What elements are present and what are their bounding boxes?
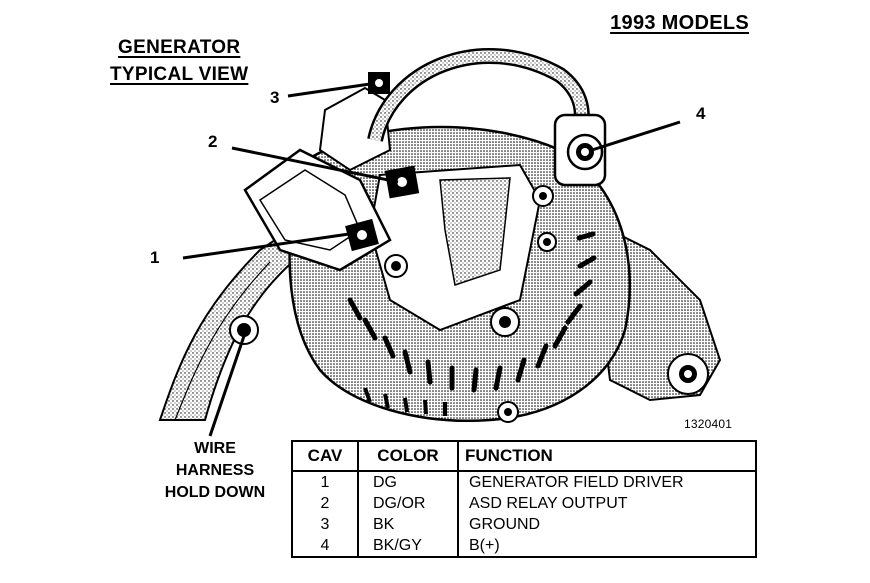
leader-hold-down [208,335,246,437]
leader-1 [182,231,357,260]
cell-color: DG/OR [357,493,459,514]
callout-4: 4 [696,104,706,123]
cell-cav: 3 [291,514,359,535]
wire-label-line2: HARNESS [175,462,255,479]
cell-color: DG [357,471,459,493]
cell-cav: 1 [291,471,359,493]
leader-4 [591,120,681,152]
field-connector [243,148,420,272]
cell-color: BK/GY [357,535,459,558]
callout-leaders [182,82,681,437]
cell-cav: 4 [291,535,359,558]
cell-function: ASD RELAY OUTPUT [457,493,757,514]
column-header-function: FUNCTION [457,440,757,472]
diagram-title-line2: TYPICAL VIEW [110,64,249,85]
wire-label-line1: WIRE [194,440,236,457]
diagram-title: GENERATOR TYPICAL VIEW [110,34,248,88]
cell-color: BK [357,514,459,535]
battery-cable [367,47,607,187]
table-row: 1 DG GENERATOR FIELD DRIVER [291,471,757,493]
column-header-color: COLOR [357,440,459,472]
diagram-title-line1: GENERATOR [118,37,241,58]
models-title: 1993 MODELS [610,12,749,34]
column-header-cav: CAV [291,440,359,472]
wire-harness-hold-down-label: WIRE HARNESS HOLD DOWN [140,438,290,504]
table-row: 2 DG/OR ASD RELAY OUTPUT [291,493,757,514]
cavity-table: CAV COLOR FUNCTION 1 DG GENERATOR FIELD … [291,440,757,558]
wire-label-line3: HOLD DOWN [164,484,266,501]
cell-function: GENERATOR FIELD DRIVER [457,471,757,493]
generator-housing [288,125,632,423]
table-header-row: CAV COLOR FUNCTION [291,440,757,472]
figure-id: 1320401 [684,417,733,431]
leader-3 [287,82,371,98]
table-row: 4 BK/GY B(+) [291,535,757,558]
cell-function: GROUND [457,514,757,535]
cell-cav: 2 [291,493,359,514]
leader-2 [231,146,399,184]
callout-1: 1 [150,248,160,267]
callout-3: 3 [270,88,280,107]
cell-function: B(+) [457,535,757,558]
ground-connector [318,72,392,172]
wire-harness-hold-down-bolt [229,315,259,345]
table-row: 3 BK GROUND [291,514,757,535]
callout-2: 2 [208,132,218,151]
